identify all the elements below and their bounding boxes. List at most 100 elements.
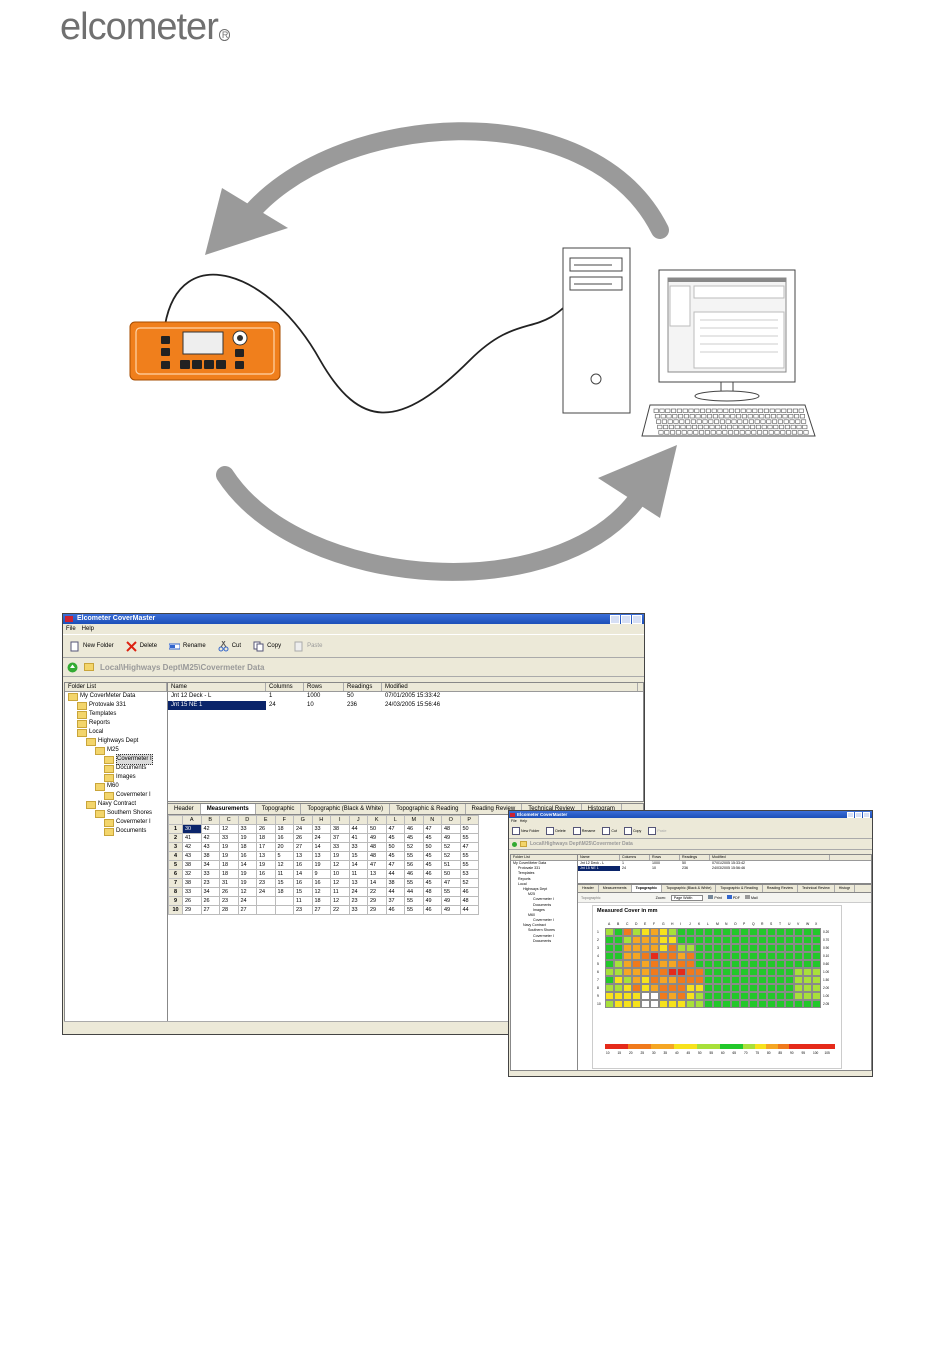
- grid-cell[interactable]: 55: [441, 887, 461, 897]
- grid-cell[interactable]: 26: [219, 887, 239, 897]
- grid-cell[interactable]: 44: [404, 887, 424, 897]
- grid-cell[interactable]: 33: [330, 842, 350, 852]
- grid-cell[interactable]: 19: [237, 878, 257, 888]
- tree-item[interactable]: Covermeter I: [65, 754, 167, 765]
- toolbar-button[interactable]: Copy: [623, 827, 641, 835]
- grid-cell[interactable]: 16: [293, 878, 313, 888]
- tab[interactable]: Measurements: [599, 885, 632, 892]
- tree-item[interactable]: Images: [533, 907, 545, 912]
- grid-cell[interactable]: 50: [459, 824, 479, 834]
- tree-item[interactable]: Reports: [65, 719, 167, 728]
- grid-cell[interactable]: 12: [237, 887, 257, 897]
- grid-cell[interactable]: 13: [256, 851, 276, 861]
- grid-cell[interactable]: 14: [367, 878, 387, 888]
- grid-cell[interactable]: 55: [459, 851, 479, 861]
- grid-cell[interactable]: 48: [367, 842, 387, 852]
- grid-cell[interactable]: 48: [422, 887, 442, 897]
- tree-item[interactable]: My CoverMeter Data: [513, 861, 547, 865]
- grid-cell[interactable]: 50: [441, 869, 461, 879]
- tree-item[interactable]: Highways Dept: [523, 886, 548, 891]
- grid-cell[interactable]: 38: [182, 860, 202, 870]
- grid-cell[interactable]: 46: [422, 905, 442, 915]
- grid-cell[interactable]: 14: [293, 869, 313, 879]
- toolbar-button[interactable]: Paste: [648, 827, 667, 835]
- grid-cell[interactable]: 24: [293, 824, 313, 834]
- grid-cell[interactable]: 46: [459, 887, 479, 897]
- minimize-button[interactable]: [847, 812, 854, 818]
- grid-cell[interactable]: 24: [311, 833, 331, 843]
- grid-cell[interactable]: 45: [422, 860, 442, 870]
- grid-cell[interactable]: 31: [219, 878, 239, 888]
- cut-button[interactable]: Cut: [218, 640, 241, 652]
- grid-cell[interactable]: 50: [422, 842, 442, 852]
- grid-cell[interactable]: 42: [200, 824, 220, 834]
- print-button[interactable]: Print: [708, 895, 722, 900]
- grid-cell[interactable]: 24: [237, 896, 257, 906]
- grid-cell[interactable]: 32: [182, 869, 202, 879]
- grid-cell[interactable]: 55: [404, 878, 424, 888]
- tree-item[interactable]: Documents: [65, 764, 167, 773]
- tree-item[interactable]: Local: [65, 728, 167, 737]
- grid-cell[interactable]: 33: [348, 905, 368, 915]
- grid-cell[interactable]: 42: [200, 833, 220, 843]
- grid-cell[interactable]: 16: [311, 878, 331, 888]
- tab-measurements[interactable]: Measurements: [200, 804, 256, 814]
- grid-cell[interactable]: 45: [404, 833, 424, 843]
- grid-cell[interactable]: 30: [182, 824, 202, 834]
- column-header[interactable]: Rows: [650, 855, 680, 860]
- column-header[interactable]: Readings: [344, 683, 382, 691]
- grid-cell[interactable]: 44: [385, 887, 405, 897]
- tab[interactable]: Topographic (Black & White): [662, 885, 717, 892]
- tab-topographic-reading[interactable]: Topographic & Reading: [390, 804, 466, 814]
- grid-cell[interactable]: 49: [441, 905, 461, 915]
- tab-header[interactable]: Header: [168, 804, 201, 814]
- column-header[interactable]: Rows: [304, 683, 344, 691]
- grid-cell[interactable]: 50: [367, 824, 387, 834]
- tab[interactable]: Topographic & Reading: [716, 885, 763, 892]
- grid-cell[interactable]: 14: [237, 860, 257, 870]
- maximize-button[interactable]: [855, 812, 862, 818]
- grid-cell[interactable]: 37: [385, 896, 405, 906]
- grid-cell[interactable]: [274, 896, 294, 906]
- tab[interactable]: Histogr: [835, 885, 856, 892]
- tree-item[interactable]: Templates: [65, 710, 167, 719]
- grid-cell[interactable]: 26: [293, 833, 313, 843]
- grid-cell[interactable]: 19: [219, 842, 239, 852]
- tab-technical-review[interactable]: Technical Review: [522, 804, 582, 814]
- grid-cell[interactable]: 28: [219, 905, 239, 915]
- grid-cell[interactable]: 48: [459, 896, 479, 906]
- grid-cell[interactable]: 47: [385, 824, 405, 834]
- grid-cell[interactable]: 11: [348, 869, 368, 879]
- grid-cell[interactable]: 51: [441, 860, 461, 870]
- toolbar-button[interactable]: Delete: [546, 827, 566, 835]
- grid-cell[interactable]: 20: [274, 842, 294, 852]
- tree-item[interactable]: My CoverMeter Data: [65, 692, 167, 701]
- column-header[interactable]: Readings: [680, 855, 710, 860]
- grid-cell[interactable]: 19: [311, 860, 331, 870]
- grid-cell[interactable]: 16: [293, 860, 313, 870]
- grid-cell[interactable]: 12: [311, 887, 331, 897]
- grid-cell[interactable]: 17: [256, 842, 276, 852]
- grid-cell[interactable]: 23: [348, 896, 368, 906]
- tab-topographic[interactable]: Topographic: [256, 804, 302, 814]
- toolbar-button[interactable]: Rename: [572, 827, 595, 835]
- mail-button[interactable]: Mail: [744, 895, 758, 900]
- grid-cell[interactable]: 33: [219, 833, 239, 843]
- column-header[interactable]: Columns: [620, 855, 650, 860]
- grid-cell[interactable]: 19: [237, 869, 257, 879]
- tab[interactable]: Topographic: [631, 885, 663, 892]
- grid-cell[interactable]: 19: [256, 860, 276, 870]
- grid-cell[interactable]: 53: [459, 869, 479, 879]
- grid-cell[interactable]: 52: [441, 842, 461, 852]
- tree-item[interactable]: Protovale 331: [65, 701, 167, 710]
- grid-cell[interactable]: 18: [237, 842, 257, 852]
- tree-item[interactable]: M25: [65, 746, 167, 755]
- zoom-select[interactable]: Page Width: [670, 894, 704, 901]
- grid-cell[interactable]: 33: [200, 869, 220, 879]
- grid-cell[interactable]: 33: [348, 842, 368, 852]
- grid-cell[interactable]: 55: [404, 896, 424, 906]
- grid-cell[interactable]: 43: [200, 842, 220, 852]
- tree-item[interactable]: Documents: [65, 827, 167, 836]
